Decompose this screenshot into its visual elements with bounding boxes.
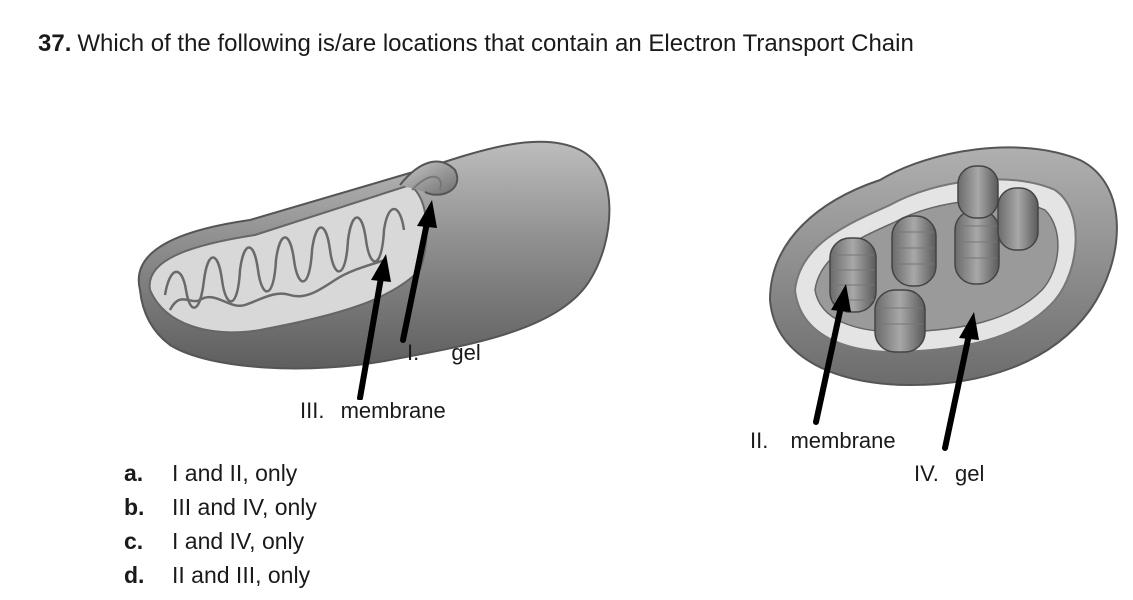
label-ii-numeral: II.	[750, 428, 769, 453]
label-ii-text: membrane	[790, 428, 896, 453]
label-i-text: gel	[451, 340, 481, 365]
label-iv-numeral: IV.	[914, 461, 939, 486]
question-number: 37.	[38, 30, 72, 57]
option-d[interactable]: d. II and III, only	[124, 558, 317, 592]
option-b[interactable]: b. III and IV, only	[124, 490, 317, 524]
option-text: II and III, only	[172, 562, 311, 588]
question: 37.Which of the following is/are locatio…	[38, 30, 914, 58]
label-i: I. gel	[407, 340, 481, 366]
option-letter: b.	[124, 494, 145, 520]
option-letter: c.	[124, 528, 144, 554]
label-iv: IV. gel	[914, 461, 984, 487]
label-ii: II. membrane	[750, 428, 896, 454]
label-iii-text: membrane	[340, 398, 446, 423]
answer-options: a. I and II, only b. III and IV, only c. I …	[124, 456, 317, 592]
option-letter: d.	[124, 562, 145, 588]
option-text: III and IV, only	[172, 494, 317, 520]
option-c[interactable]: c. I and IV, only	[124, 524, 317, 558]
option-letter: a.	[124, 460, 144, 486]
label-iv-text: gel	[955, 461, 985, 486]
mitochondrion-illustration	[137, 140, 611, 400]
chloroplast-illustration	[768, 146, 1118, 451]
question-text: Which of the following is/are locations …	[77, 30, 914, 57]
option-text: I and II, only	[172, 460, 298, 486]
label-iii: III. membrane	[300, 398, 446, 424]
label-iii-numeral: III.	[300, 398, 325, 423]
label-i-numeral: I.	[407, 340, 420, 365]
option-text: I and IV, only	[172, 528, 305, 554]
option-a[interactable]: a. I and II, only	[124, 456, 317, 490]
